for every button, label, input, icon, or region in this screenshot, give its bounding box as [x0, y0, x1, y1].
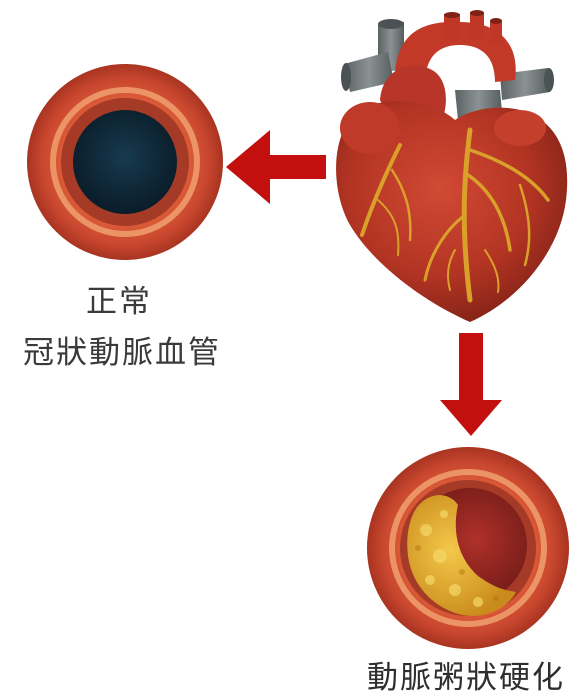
arrow-left-icon — [226, 130, 326, 204]
atherosclerotic-artery-cross-section — [367, 447, 569, 649]
arrow-down-icon — [440, 333, 502, 436]
normal-label-line1: 正常 — [44, 276, 194, 321]
normal-artery-cross-section — [27, 64, 223, 260]
heart-illustration — [336, 10, 567, 322]
atherosclerosis-label: 動脈粥狀硬化 — [354, 652, 578, 697]
normal-label-line2: 冠狀動脈血管 — [4, 327, 240, 372]
